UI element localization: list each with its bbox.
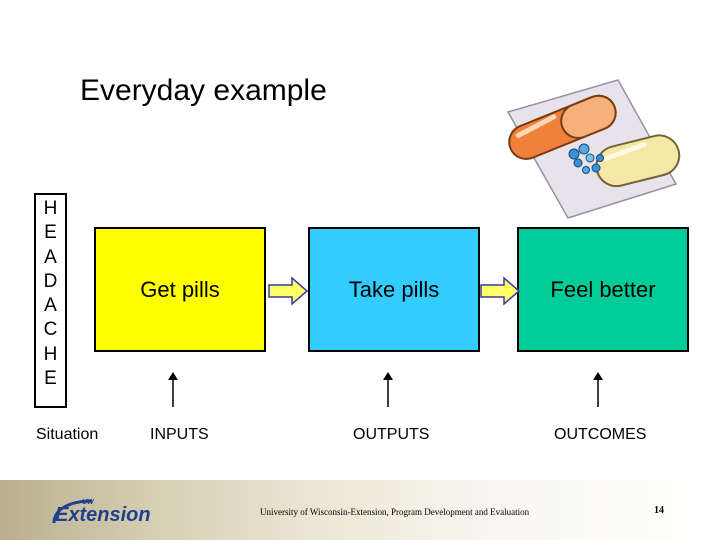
get-pills-label: Get pills xyxy=(140,276,220,302)
outputs-label: OUTPUTS xyxy=(353,426,430,443)
footer-credit: University of Wisconsin-Extension, Progr… xyxy=(260,507,530,517)
headache-letter: C xyxy=(43,319,58,341)
headache-letter: H xyxy=(43,343,58,365)
inputs-label: INPUTS xyxy=(150,426,209,443)
headache-letter: H xyxy=(43,198,58,219)
get-pills-box: Get pills xyxy=(94,227,266,352)
page-title: Everyday example xyxy=(80,74,327,107)
svg-text:UW: UW xyxy=(82,499,95,506)
uw-extension-logo: UW Extension xyxy=(52,499,151,525)
pills-illustration-icon xyxy=(506,79,681,219)
headache-letter: A xyxy=(44,295,57,317)
up-arrow-icon xyxy=(383,372,393,407)
headache-box: H E A D A C H E xyxy=(34,193,67,408)
take-pills-label: Take pills xyxy=(348,276,440,302)
page-number: 14 xyxy=(654,505,664,516)
take-pills-box: Take pills xyxy=(308,227,480,352)
headache-letter: A xyxy=(44,246,57,268)
situation-label: Situation xyxy=(36,426,99,443)
headache-letter: D xyxy=(43,270,58,292)
right-arrow-icon xyxy=(268,276,308,306)
outcomes-label: OUTCOMES xyxy=(554,426,647,443)
feel-better-label: Feel better xyxy=(550,276,656,302)
headache-letter: E xyxy=(44,368,57,390)
svg-text:Extension: Extension xyxy=(55,504,151,525)
up-arrow-icon xyxy=(168,372,178,407)
right-arrow-icon xyxy=(480,276,520,306)
footer-band xyxy=(0,480,720,540)
feel-better-box: Feel better xyxy=(517,227,689,352)
up-arrow-icon xyxy=(593,372,603,407)
headache-letter: E xyxy=(44,222,57,244)
